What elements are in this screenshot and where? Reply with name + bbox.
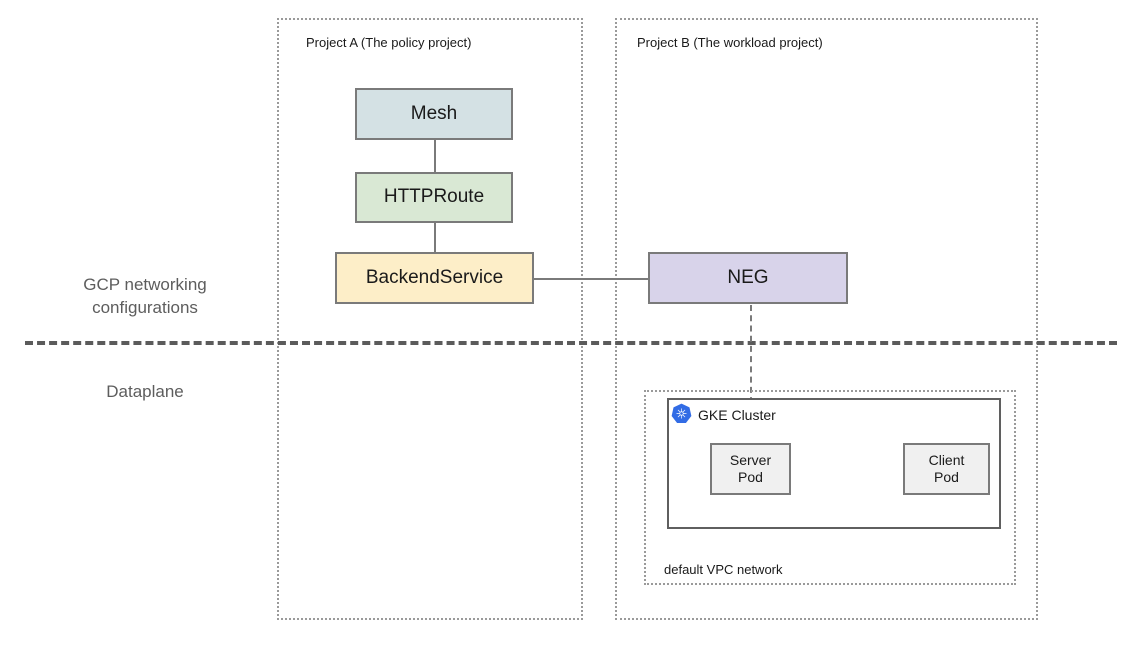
kubernetes-icon xyxy=(671,403,692,427)
node-client-pod[interactable]: Client Pod xyxy=(903,443,990,495)
connector-mesh-httproute xyxy=(434,139,436,175)
gke-cluster-label: GKE Cluster xyxy=(698,407,776,423)
node-mesh-label: Mesh xyxy=(410,102,458,124)
side-label-dataplane: Dataplane xyxy=(106,382,184,401)
connector-neg-server-pod xyxy=(750,305,752,444)
project-a-label: Project A (The policy project) xyxy=(306,35,472,50)
project-a-container xyxy=(277,18,583,620)
node-mesh[interactable]: Mesh xyxy=(355,88,513,140)
node-server-pod-label: Server Pod xyxy=(729,452,772,485)
connector-backendservice-neg xyxy=(533,278,649,280)
connector-httproute-backendservice xyxy=(434,222,436,253)
vpc-network-container xyxy=(644,390,1016,585)
node-client-pod-label: Client Pod xyxy=(928,452,965,485)
node-neg-label: NEG xyxy=(727,266,769,288)
gke-cluster-title: GKE Cluster xyxy=(671,403,776,427)
node-httproute-label: HTTPRoute xyxy=(383,186,485,208)
node-backendservice[interactable]: BackendService xyxy=(335,252,534,304)
project-b-label: Project B (The workload project) xyxy=(637,35,823,50)
layer-separator xyxy=(25,341,1117,345)
side-label-networking: GCP networking configurations xyxy=(83,275,207,317)
node-backendservice-label: BackendService xyxy=(365,266,504,288)
node-server-pod[interactable]: Server Pod xyxy=(710,443,791,495)
vpc-network-label: default VPC network xyxy=(664,562,783,577)
node-neg[interactable]: NEG xyxy=(648,252,848,304)
project-b-container xyxy=(615,18,1038,620)
node-httproute[interactable]: HTTPRoute xyxy=(355,172,513,223)
